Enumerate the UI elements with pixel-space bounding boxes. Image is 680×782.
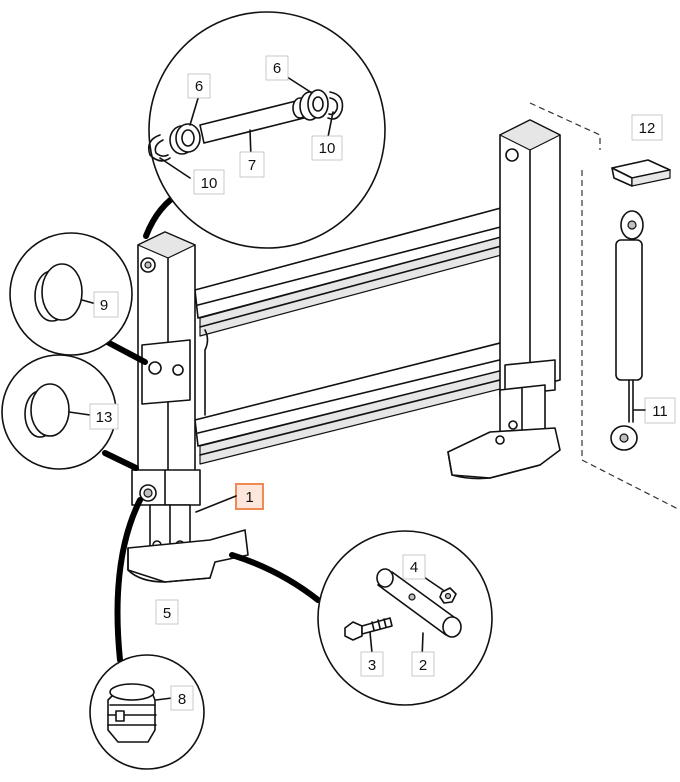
callout-8: 8 xyxy=(178,691,186,708)
callout-6-right: 6 xyxy=(273,60,281,77)
callout-7: 7 xyxy=(248,157,256,174)
callout-9: 9 xyxy=(100,297,108,314)
end-cap-part xyxy=(611,159,671,187)
callout-3: 3 xyxy=(368,657,376,674)
frame-assembly xyxy=(127,119,561,583)
detail-plug-8 xyxy=(89,654,205,770)
callout-12: 12 xyxy=(639,120,656,137)
dashed-guide-lines xyxy=(529,102,680,511)
callout-6-left: 6 xyxy=(195,78,203,95)
callout-13: 13 xyxy=(96,409,113,426)
callout-2: 2 xyxy=(419,657,427,674)
callout-4: 4 xyxy=(410,559,418,576)
callout-10-right: 10 xyxy=(319,140,336,157)
leader-lines xyxy=(93,189,321,663)
detail-plug-9 xyxy=(9,232,133,356)
callout-1: 1 xyxy=(245,489,253,506)
callout-labels: 1 2 3 4 5 6 6 7 8 9 10 10 11 12 13 xyxy=(89,55,676,711)
gas-strut-part xyxy=(610,210,644,451)
callout-11: 11 xyxy=(652,403,668,420)
detail-pin-assembly xyxy=(147,11,386,249)
callout-10-bottom: 10 xyxy=(201,175,218,192)
detail-plug-13 xyxy=(1,354,117,470)
callout-5: 5 xyxy=(163,605,171,622)
